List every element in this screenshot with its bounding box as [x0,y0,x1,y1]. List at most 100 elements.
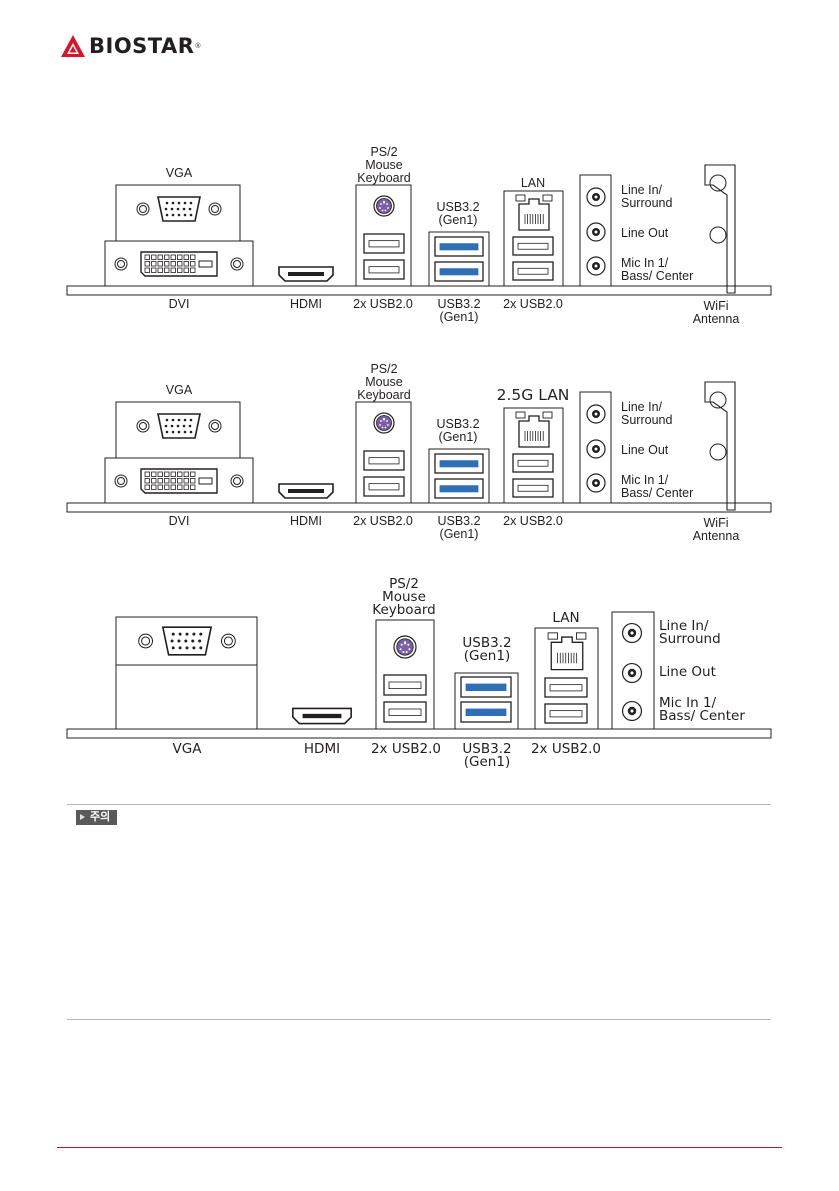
usb32-bottom-label: USB3.2 (Gen1) [437,514,481,541]
screw-icon [138,633,154,649]
wifi-antenna-connector-icon [709,391,727,409]
wifi-label: WiFi Antenna [692,299,740,326]
vga-housing [115,616,258,730]
line-out-label: Line Out [621,226,669,240]
led-icon [576,632,587,640]
mic-in-label: Mic In 1/ Bass/ Center [621,256,694,283]
usb2-port-icon [363,233,405,254]
usb2-port-icon [512,261,554,281]
usb2-port-icon [383,701,427,723]
registered-mark: ® [195,42,201,50]
hdmi-port-icon [278,266,334,282]
screw-icon [230,257,244,271]
io-panel-2-drawing [66,381,772,513]
io-shield-bar [66,728,772,739]
usb3-housing [454,672,519,730]
audio-jack-icon [621,622,643,644]
led-icon [542,194,553,202]
usb32-top-label: USB3.2 (Gen1) [436,200,480,227]
lan-label: LAN [520,176,546,190]
wifi-label: WiFi Antenna [692,516,740,543]
audio-jack-icon [621,662,643,684]
usb2-port-icon [544,677,588,698]
usb20-b-label: 2x USB2.0 [503,514,563,528]
usb20-b-label: 2x USB2.0 [503,297,563,311]
usb2-port-icon [363,476,405,497]
usb2-port-icon [512,478,554,498]
audio-jack-icon [621,700,643,722]
lan-port-icon [518,415,550,448]
dvi-label: DVI [168,297,190,311]
led-icon [542,411,553,419]
caution-bottom-rule [67,1019,771,1020]
io-panel-1-drawing [66,164,772,296]
footer-rule [57,1147,782,1148]
vga-housing [115,184,241,242]
ps2-label: PS/2 Mouse Keyboard [372,576,436,618]
io-shield-bar [66,502,772,513]
io-panel-2: VGA PS/2 Mouse Keyboard USB3.2 (Gen1) 2.… [0,357,839,547]
usb2-port-icon [544,703,588,724]
audio-jack-icon [586,222,606,242]
io-panel-3: PS/2 Mouse Keyboard USB3.2 (Gen1) LAN Li… [0,575,839,775]
ps2-label: PS/2 Mouse Keyboard [357,145,411,185]
usb3-port-icon [434,261,484,282]
lan-label: LAN [552,610,580,626]
hdmi-label: HDMI [303,741,341,757]
audio-housing [611,611,655,730]
biostar-logo-icon [61,35,85,57]
io-shield-bar [66,285,772,296]
line-out-label: Line Out [659,664,716,680]
led-icon [515,411,526,419]
usb3-port-icon [434,236,484,257]
screw-icon [230,474,244,488]
usb3-port-icon [434,478,484,499]
lan-port-icon [550,636,584,671]
usb20-a-label: 2x USB2.0 [370,741,442,757]
ps2-port-icon [373,195,395,217]
ps2-usb-housing [355,184,412,287]
usb20-a-label: 2x USB2.0 [353,297,413,311]
vga-label: VGA [165,383,193,397]
hdmi-label: HDMI [290,514,322,528]
lan-usb-housing [534,627,599,730]
usb20-a-label: 2x USB2.0 [353,514,413,528]
wifi-antenna-connector-icon [709,443,727,461]
screw-icon [208,202,222,216]
lan-usb-housing [503,407,564,504]
line-in-label: Line In/ Surround [621,400,673,427]
audio-jack-icon [586,256,606,276]
dvi-housing [104,457,254,504]
dvi-port-icon [140,468,218,494]
usb20-b-label: 2x USB2.0 [530,741,602,757]
vga-label: VGA [165,166,193,180]
vga-port-icon [161,626,213,656]
led-icon [515,194,526,202]
usb3-port-icon [460,676,512,698]
usb32-top-label: USB3.2 (Gen1) [436,417,480,444]
ps2-port-icon [393,635,417,659]
vga-label: VGA [172,741,202,757]
screw-icon [114,474,128,488]
wifi-antenna-bracket [704,164,736,294]
audio-jack-icon [586,187,606,207]
ps2-label: PS/2 Mouse Keyboard [357,362,411,402]
audio-housing [579,391,612,504]
usb2-port-icon [512,453,554,473]
mic-in-label: Mic In 1/ Bass/ Center [659,695,745,724]
usb32-bottom-label: USB3.2 (Gen1) [437,297,481,324]
audio-jack-icon [586,404,606,424]
mic-in-label: Mic In 1/ Bass/ Center [621,473,694,500]
dvi-port-icon [140,251,218,277]
lan-port-icon [518,198,550,231]
dvi-label: DVI [168,514,190,528]
usb3-housing [428,448,490,504]
usb3-port-icon [434,453,484,474]
usb2-port-icon [363,450,405,471]
led-icon [547,632,558,640]
wifi-antenna-bracket [704,381,736,511]
caution-top-rule [67,804,771,805]
hdmi-port-icon [278,483,334,499]
vga-housing [115,401,241,459]
vga-port-icon [157,196,201,222]
